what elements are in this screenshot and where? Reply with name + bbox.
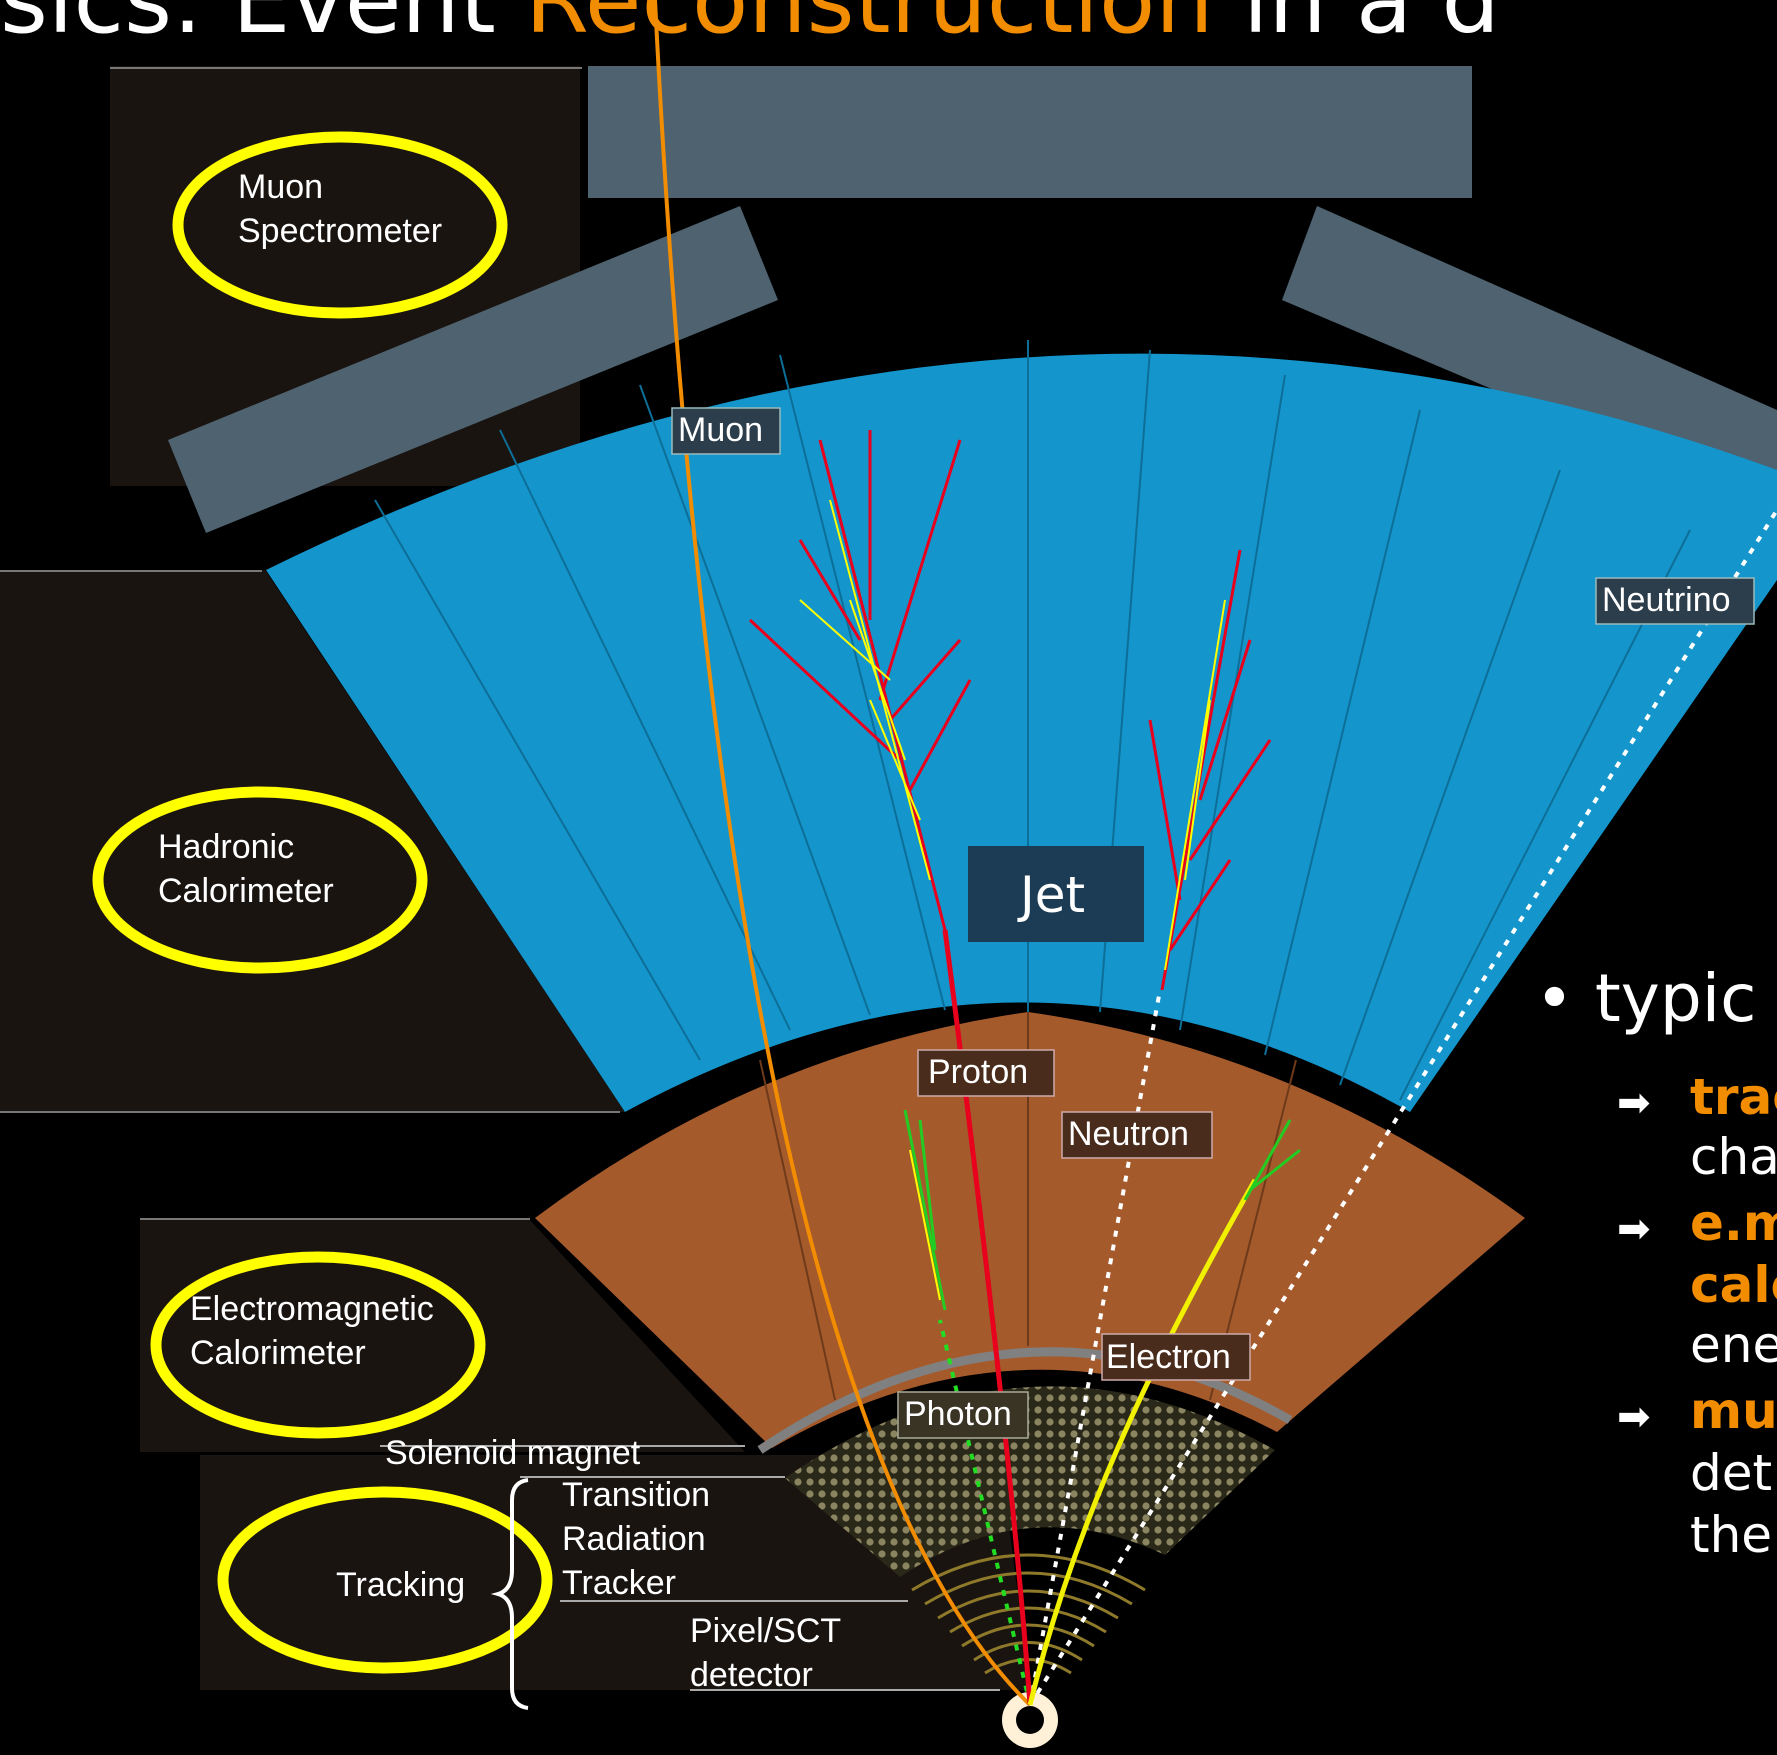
bullet-1-line-2: cha [1690, 1128, 1777, 1186]
hadronic-calorimeter [266, 353, 1777, 1112]
label-detector: detector [690, 1656, 813, 1694]
proton-track [942, 929, 1033, 1706]
photon-shower [903, 1109, 947, 1311]
muon-chamber-left [168, 206, 778, 533]
tag-jet: Jet [1017, 866, 1085, 924]
muon-chamber-top [588, 66, 1472, 198]
tag-neutrino-box [1595, 577, 1755, 625]
muon-track [653, 0, 1032, 1707]
bullet-3-line-3: the [1690, 1506, 1773, 1564]
tag-photon: Photon [904, 1395, 1012, 1433]
label-radiation: Radiation [562, 1520, 706, 1558]
label-tracker: Tracker [562, 1564, 676, 1602]
slide-title: sics: Event Reconstruction in a d [0, 0, 1777, 47]
bullet-2-line-1: e.m [1690, 1194, 1777, 1252]
bullet-2-line-3: ene [1690, 1316, 1777, 1374]
tag-neutron: Neutron [1068, 1115, 1189, 1153]
arrow-icon: ➡ [1617, 1206, 1651, 1252]
label-em-cal: Calorimeter [190, 1334, 366, 1372]
highlight-rings [92, 131, 553, 1674]
bullet-main: • typic [1535, 960, 1757, 1037]
label-solenoid: Solenoid magnet [385, 1434, 641, 1472]
bullet-3-line-1: mu [1690, 1382, 1777, 1440]
neutrino-track [1028, 508, 1777, 1707]
bullet-2-line-2: calo [1690, 1256, 1777, 1314]
title-prefix: sics: Event [0, 0, 526, 54]
ring-em [150, 1251, 486, 1439]
tag-photon-box [897, 1391, 1029, 1439]
label-transition: Transition [562, 1476, 710, 1514]
label-tracking: Tracking [336, 1566, 465, 1604]
label-spectrometer: Spectrometer [238, 212, 442, 250]
label-band-tracking [200, 1455, 1030, 1690]
tracking-brace [490, 1478, 529, 1710]
label-band-em [140, 1218, 745, 1452]
ring-hadronic [92, 786, 428, 974]
tag-electron-box [1101, 1333, 1251, 1381]
title-highlight: Reconstruction [525, 0, 1214, 54]
label-muon: Muon [238, 168, 323, 206]
electron-shower [1243, 1119, 1301, 1201]
tag-electron: Electron [1106, 1338, 1231, 1376]
pixel-sct-arcs [911, 1553, 1146, 1675]
photon-track [938, 1319, 1032, 1706]
tag-proton: Proton [928, 1053, 1028, 1091]
label-hadronic: Hadronic [158, 828, 294, 866]
arrow-icon: ➡ [1617, 1394, 1651, 1440]
label-pixel: Pixel/SCT [690, 1612, 841, 1650]
tag-muon: Muon [678, 411, 763, 449]
bullet-main-text: typic [1594, 960, 1757, 1037]
ring-muon-spectrometer [172, 131, 508, 319]
tag-neutrino: Neutrino [1602, 581, 1731, 619]
label-electromagnetic: Electromagnetic [190, 1290, 434, 1328]
electron-track [1027, 1178, 1258, 1706]
label-hadronic-cal: Calorimeter [158, 872, 334, 910]
ring-tracking [217, 1486, 553, 1674]
arrow-icon: ➡ [1617, 1080, 1651, 1126]
tag-muon-box [671, 407, 781, 455]
title-suffix: in a d [1213, 0, 1500, 54]
tag-proton-box [917, 1049, 1055, 1097]
bullet-3-line-2: det [1690, 1444, 1773, 1502]
tag-neutron-box [1061, 1111, 1213, 1159]
neutron-track [1028, 989, 1162, 1706]
label-band-hadronic [0, 570, 625, 1112]
tag-jet-box [968, 846, 1144, 942]
solenoid-magnet [757, 1347, 1293, 1454]
jet-shower-left [748, 430, 972, 931]
